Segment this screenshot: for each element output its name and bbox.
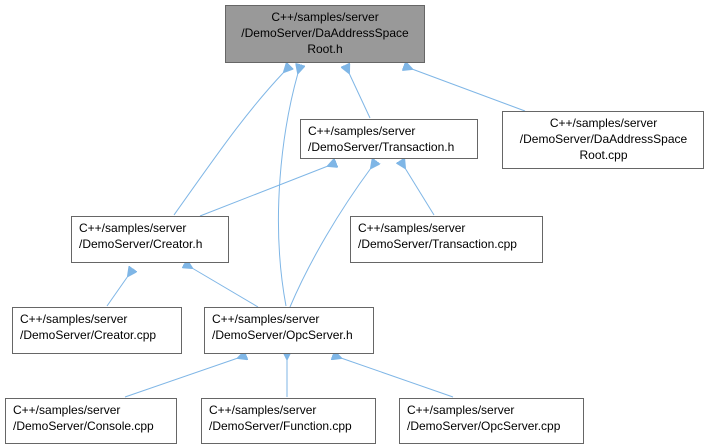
node-line: /DemoServer/Transaction.h: [308, 140, 455, 154]
edge-transaction-h-to-root: [349, 73, 371, 119]
node-line: C++/samples/server: [212, 312, 320, 326]
node-line: C++/samples/server: [358, 221, 466, 235]
node-line: /DemoServer/Function.cpp: [209, 419, 352, 433]
edge-opcserver-h-to-creator-h: [192, 268, 259, 308]
edge-opcserver-h-to-transaction-h: [289, 168, 371, 308]
node-creator-h[interactable]: C++/samples/server /DemoServer/Creator.h: [71, 216, 229, 263]
node-transaction-h[interactable]: C++/samples/server /DemoServer/Transacti…: [300, 119, 478, 159]
edge-creator-h-to-transaction-h: [199, 166, 328, 217]
node-line: /DemoServer/OpcServer.cpp: [407, 419, 561, 433]
node-line: C++/samples/server: [20, 312, 128, 326]
node-line: C++/samples/server: [79, 221, 187, 235]
node-line: C++/samples/server: [271, 10, 379, 24]
edge-creator-h-to-root: [173, 72, 284, 216]
edge-opcserver-cpp-to-opcserver-h: [341, 358, 454, 398]
node-function-cpp[interactable]: C++/samples/server /DemoServer/Function.…: [201, 398, 376, 444]
node-line: /DemoServer/Creator.h: [79, 237, 203, 251]
node-line: C++/samples/server: [407, 403, 515, 417]
node-line: Root.h: [307, 42, 343, 56]
node-line: C++/samples/server: [308, 124, 416, 138]
node-console-cpp[interactable]: C++/samples/server /DemoServer/Console.c…: [5, 398, 177, 444]
edge-opcserver-h-to-root: [277, 73, 298, 307]
node-line: /DemoServer/DaAddressSpace: [241, 26, 409, 40]
node-creator-cpp[interactable]: C++/samples/server /DemoServer/Creator.c…: [12, 307, 182, 354]
node-opcserver-h[interactable]: C++/samples/server /DemoServer/OpcServer…: [204, 307, 374, 354]
node-line: /DemoServer/Creator.cpp: [20, 328, 157, 342]
edge-console-cpp-to-opcserver-h: [124, 358, 238, 398]
node-transaction-cpp[interactable]: C++/samples/server /DemoServer/Transacti…: [350, 216, 543, 263]
edge-daaddr-cpp-to-root: [412, 69, 526, 112]
node-line: /DemoServer/Transaction.cpp: [358, 237, 517, 251]
node-line: C++/samples/server: [549, 116, 658, 130]
node-line: C++/samples/server: [209, 403, 317, 417]
node-line: Root.cpp: [579, 148, 628, 162]
node-daaddressspaceroot-cpp[interactable]: C++/samples/server /DemoServer/DaAddress…: [502, 111, 704, 169]
edge-transaction-cpp-to-transaction-h: [405, 168, 435, 216]
node-line: /DemoServer/DaAddressSpace: [519, 132, 688, 146]
node-opcserver-cpp[interactable]: C++/samples/server /DemoServer/OpcServer…: [399, 398, 584, 444]
node-line: /DemoServer/Console.cpp: [13, 419, 154, 433]
node-line: C++/samples/server: [13, 403, 121, 417]
node-line: /DemoServer/OpcServer.h: [212, 328, 353, 342]
node-daaddressspaceroot-h: C++/samples/server /DemoServer/DaAddress…: [225, 5, 425, 63]
edge-creator-cpp-to-creator-h: [106, 276, 128, 307]
